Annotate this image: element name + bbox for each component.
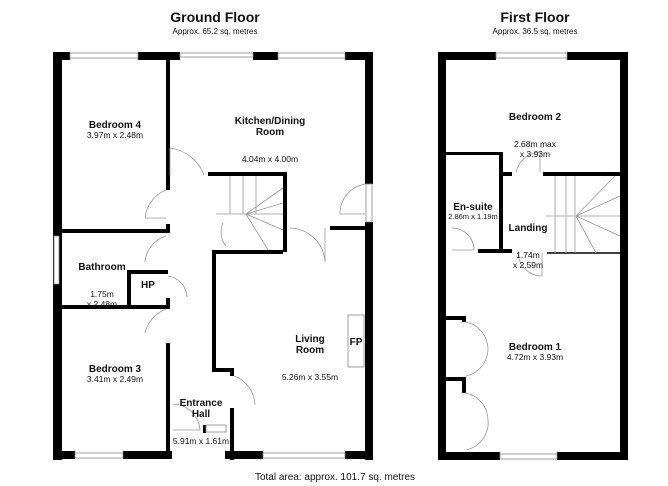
room-dims: 2.86m x 1.19m <box>448 212 498 221</box>
ground-floor-area: Approx. 65.2 sq. metres <box>172 27 258 36</box>
room-fp: FP <box>349 337 363 348</box>
room-name: Bedroom 3 <box>88 364 142 375</box>
room-name: Bedroom 1 <box>508 342 562 353</box>
total-area: Total area: approx. 101.7 sq. metres <box>254 472 416 483</box>
room-bedroom-2: Bedroom 2 2.68m max x 3.93m <box>480 94 590 176</box>
room-dims: 4.04m x 4.00m <box>241 154 299 165</box>
room-dims: 4.72m x 3.93m <box>506 352 564 362</box>
room-kitchen-dining: Kitchen/Dining Room 4.04m x 4.00m <box>215 98 325 182</box>
room-name: Landing <box>508 222 548 234</box>
room-bedroom-4: Bedroom 4 3.97m x 2.48m <box>60 120 170 140</box>
room-bedroom-3: Bedroom 3 3.41m x 2.49m <box>60 364 170 384</box>
room-living: Living Room 5.26m x 3.55m <box>255 316 365 400</box>
room-landing: Landing 1.74m x 2.59m <box>504 205 552 287</box>
room-dims: 3.41m x 2.49m <box>86 374 144 384</box>
room-name: Bedroom 2 <box>508 111 562 123</box>
room-dims: 5.26m x 3.55m <box>281 372 339 383</box>
room-bedroom-1: Bedroom 1 4.72m x 3.93m <box>480 342 590 362</box>
room-bathroom: Bathroom 1.75m x 2.48m <box>62 244 142 326</box>
room-dims: 1.74m x 2.59m <box>512 250 544 270</box>
room-name: Kitchen/Dining Room <box>234 115 306 138</box>
room-name: Bedroom 4 <box>88 120 142 131</box>
room-dims: 5.91m x 1.61m <box>172 436 230 447</box>
room-hp: HP <box>141 280 155 291</box>
room-dims: 3.97m x 2.48m <box>86 130 144 140</box>
ground-floor-windows <box>53 52 373 459</box>
room-name: Entrance Hall <box>179 397 223 420</box>
room-entrance-hall: Entrance Hall 5.91m x 1.61m <box>168 380 234 464</box>
room-en-suite: En-suite 2.86m x 1.19m <box>444 202 502 221</box>
first-floor-windows <box>495 52 568 460</box>
first-floor-doors-stairs <box>451 151 621 451</box>
room-dims: 1.75m x 2.48m <box>86 289 118 309</box>
stairs-ground <box>216 176 284 251</box>
first-floor-title: First Floor <box>500 9 570 25</box>
doors-ground <box>144 147 366 431</box>
room-name: Living Room <box>295 333 325 356</box>
room-name: Bathroom <box>78 261 126 273</box>
room-name: En-suite <box>453 202 493 213</box>
first-floor-area: Approx. 36.5 sq. metres <box>492 27 578 36</box>
first-floor-walls <box>438 52 628 460</box>
ground-floor-title: Ground Floor <box>170 9 260 25</box>
room-dims: 2.68m max x 3.93m <box>513 139 557 159</box>
